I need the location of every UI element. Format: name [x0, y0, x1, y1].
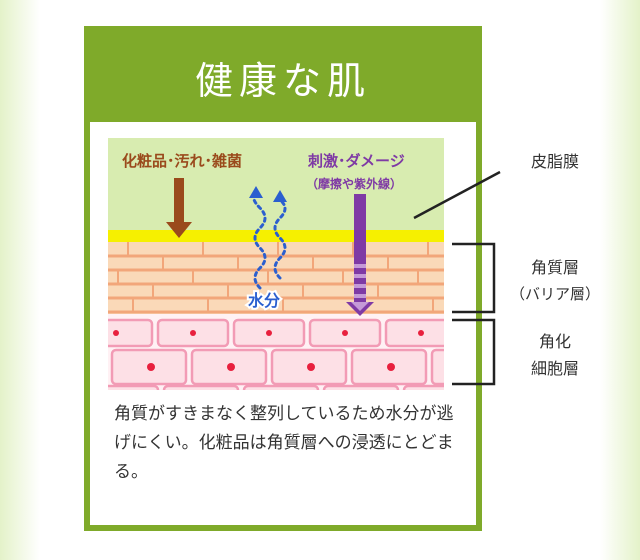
- water-label: 水分: [248, 291, 280, 310]
- corneum-bracket: [452, 242, 496, 314]
- side-gradient-right: [600, 0, 640, 560]
- water-arrows: [249, 186, 287, 290]
- cosmetics-arrow: [166, 178, 192, 238]
- sebum-band: [108, 138, 444, 234]
- keratinocyte-label-line2: 細胞層: [530, 359, 579, 378]
- sebum-film-label: 皮脂膜: [530, 152, 579, 171]
- skin-diagram: 化粧品･汚れ･雑菌 刺激･ダメージ （摩擦や紫外線） 水分: [108, 138, 444, 390]
- sebum-leader-line: [413, 170, 501, 220]
- description-text: 角質がすきまなく整列しているため水分が逃げにくい。化粧品は角質層への浸透にとどま…: [114, 404, 454, 482]
- damage-arrow: [346, 194, 374, 316]
- cosmetics-label: 化粧品･汚れ･雑菌: [122, 152, 242, 170]
- barrier-layer-label: （バリア層）: [509, 285, 600, 303]
- side-gradient-left: [0, 0, 40, 560]
- stratum-corneum-label: 角質層: [530, 258, 579, 277]
- card-title: 健康な肌: [90, 32, 476, 122]
- damage-label: 刺激･ダメージ: [308, 152, 405, 170]
- keratinocyte-label-line1: 角化: [538, 332, 571, 351]
- damage-sub-label: （摩擦や紫外線）: [306, 176, 402, 191]
- cell-nuclei: [113, 330, 424, 371]
- cells-bracket: [452, 318, 496, 386]
- stratum-corneum: [108, 242, 444, 314]
